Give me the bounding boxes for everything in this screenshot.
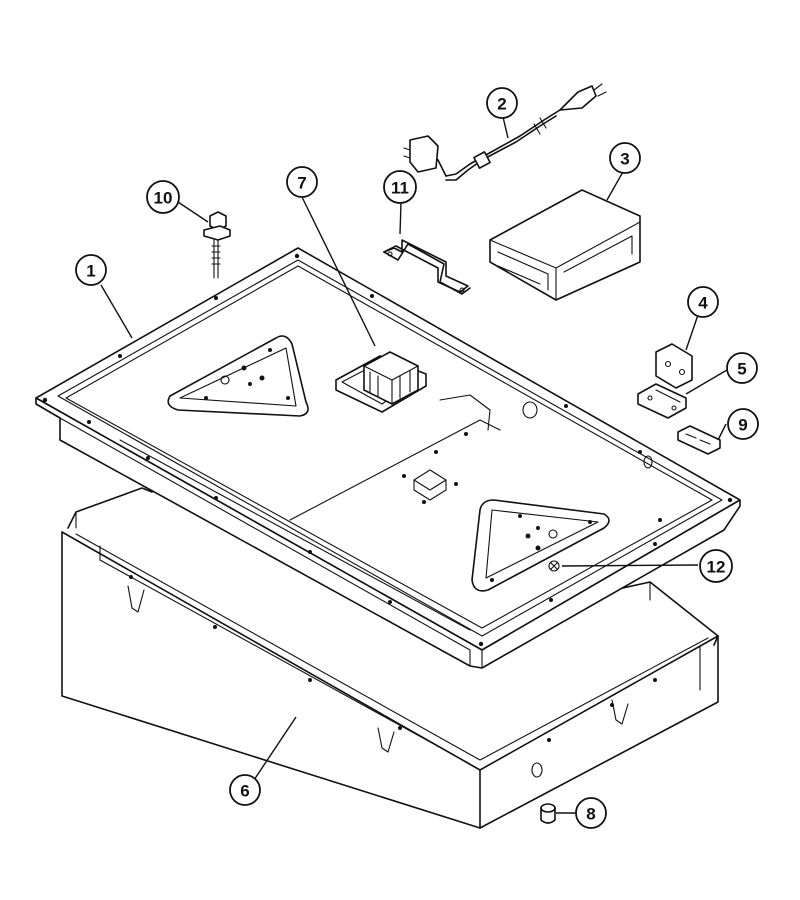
hinge xyxy=(637,383,687,419)
callout-1: 1 xyxy=(75,254,107,286)
callout-7: 7 xyxy=(286,166,318,198)
clip xyxy=(677,425,721,455)
callout-label-6: 6 xyxy=(240,782,249,801)
callout-label-3: 3 xyxy=(620,150,629,169)
callout-label-4: 4 xyxy=(698,294,708,313)
callout-label-8: 8 xyxy=(586,805,595,824)
callout-label-7: 7 xyxy=(297,174,306,193)
hinge-plate xyxy=(655,343,693,389)
callout-9: 9 xyxy=(727,408,759,440)
callout-label-1: 1 xyxy=(86,262,95,281)
callout-4: 4 xyxy=(687,286,719,318)
switch-receptacle xyxy=(363,351,419,405)
callout-label-5: 5 xyxy=(737,360,746,379)
power-cord xyxy=(403,83,607,181)
plug-button xyxy=(540,803,556,824)
callout-2: 2 xyxy=(486,87,518,119)
leader-lines xyxy=(100,116,728,814)
screw xyxy=(548,560,560,572)
callout-8: 8 xyxy=(575,797,607,829)
callout-3: 3 xyxy=(609,142,641,174)
callout-11: 11 xyxy=(383,170,417,204)
callout-label-2: 2 xyxy=(497,95,506,114)
callout-label-12: 12 xyxy=(707,558,726,577)
callout-10: 10 xyxy=(146,180,180,214)
callout-12: 12 xyxy=(699,549,733,583)
callout-5: 5 xyxy=(726,352,758,384)
callout-label-11: 11 xyxy=(391,179,409,198)
cover-box xyxy=(489,189,641,301)
mounting-bracket xyxy=(383,239,471,295)
cooktop-main-top xyxy=(35,247,741,669)
callout-label-9: 9 xyxy=(738,416,747,435)
callout-label-10: 10 xyxy=(154,189,173,208)
callout-6: 6 xyxy=(229,774,261,806)
bolt xyxy=(203,211,231,279)
bottom-pan xyxy=(61,487,719,829)
